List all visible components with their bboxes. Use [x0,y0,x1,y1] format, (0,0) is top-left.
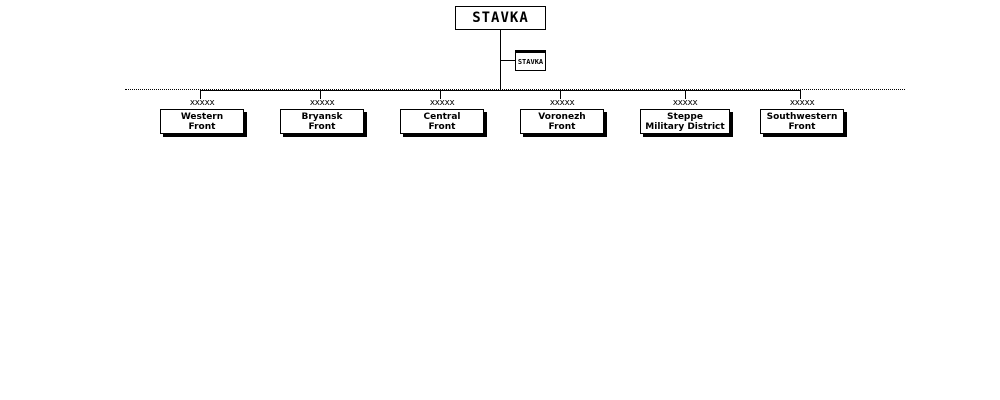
hq-trunk-line [500,29,501,90]
unit-name-line2: Front [788,121,816,132]
echelon-marker: xxxxx [672,98,698,108]
unit-name-line1: Voronezh [538,111,586,122]
drop-line [200,90,201,99]
echelon-marker: xxxxx [429,98,455,108]
stavka-hq-box: STAVKA [455,6,546,30]
echelon-marker: xxxxx [789,98,815,108]
hq-small-label: STAVKA [517,57,544,66]
unit-name-line2: Front [548,121,576,132]
drop-line [320,90,321,99]
unit-name-line2: Front [188,121,216,132]
unit-name-line1: Western [180,111,224,122]
dotted-separator-line [125,89,905,90]
unit-box: Steppe Military District [640,109,730,134]
unit-box: Western Front [160,109,244,134]
unit-box: Central Front [400,109,484,134]
unit-name-line1: Bryansk [301,111,343,122]
hq-staff-connector [500,60,515,61]
echelon-marker: xxxxx [549,98,575,108]
unit-box: Southwestern Front [760,109,844,134]
drop-line [560,90,561,99]
unit-name-line1: Steppe [667,111,703,122]
drop-line [685,90,686,99]
drop-line [800,90,801,99]
drop-line [440,90,441,99]
unit-name-line2: Military District [645,121,725,132]
unit-name-line1: Southwestern [766,111,838,122]
unit-name-line2: Front [308,121,336,132]
echelon-marker: xxxxx [309,98,335,108]
unit-name-line1: Central [423,111,461,122]
unit-box: Voronezh Front [520,109,604,134]
echelon-marker: xxxxx [189,98,215,108]
stavka-staff-symbol: STAVKA [515,50,546,71]
front-bus-line [200,90,801,91]
unit-box: Bryansk Front [280,109,364,134]
hq-name: STAVKA [472,10,529,26]
unit-name-line2: Front [428,121,456,132]
